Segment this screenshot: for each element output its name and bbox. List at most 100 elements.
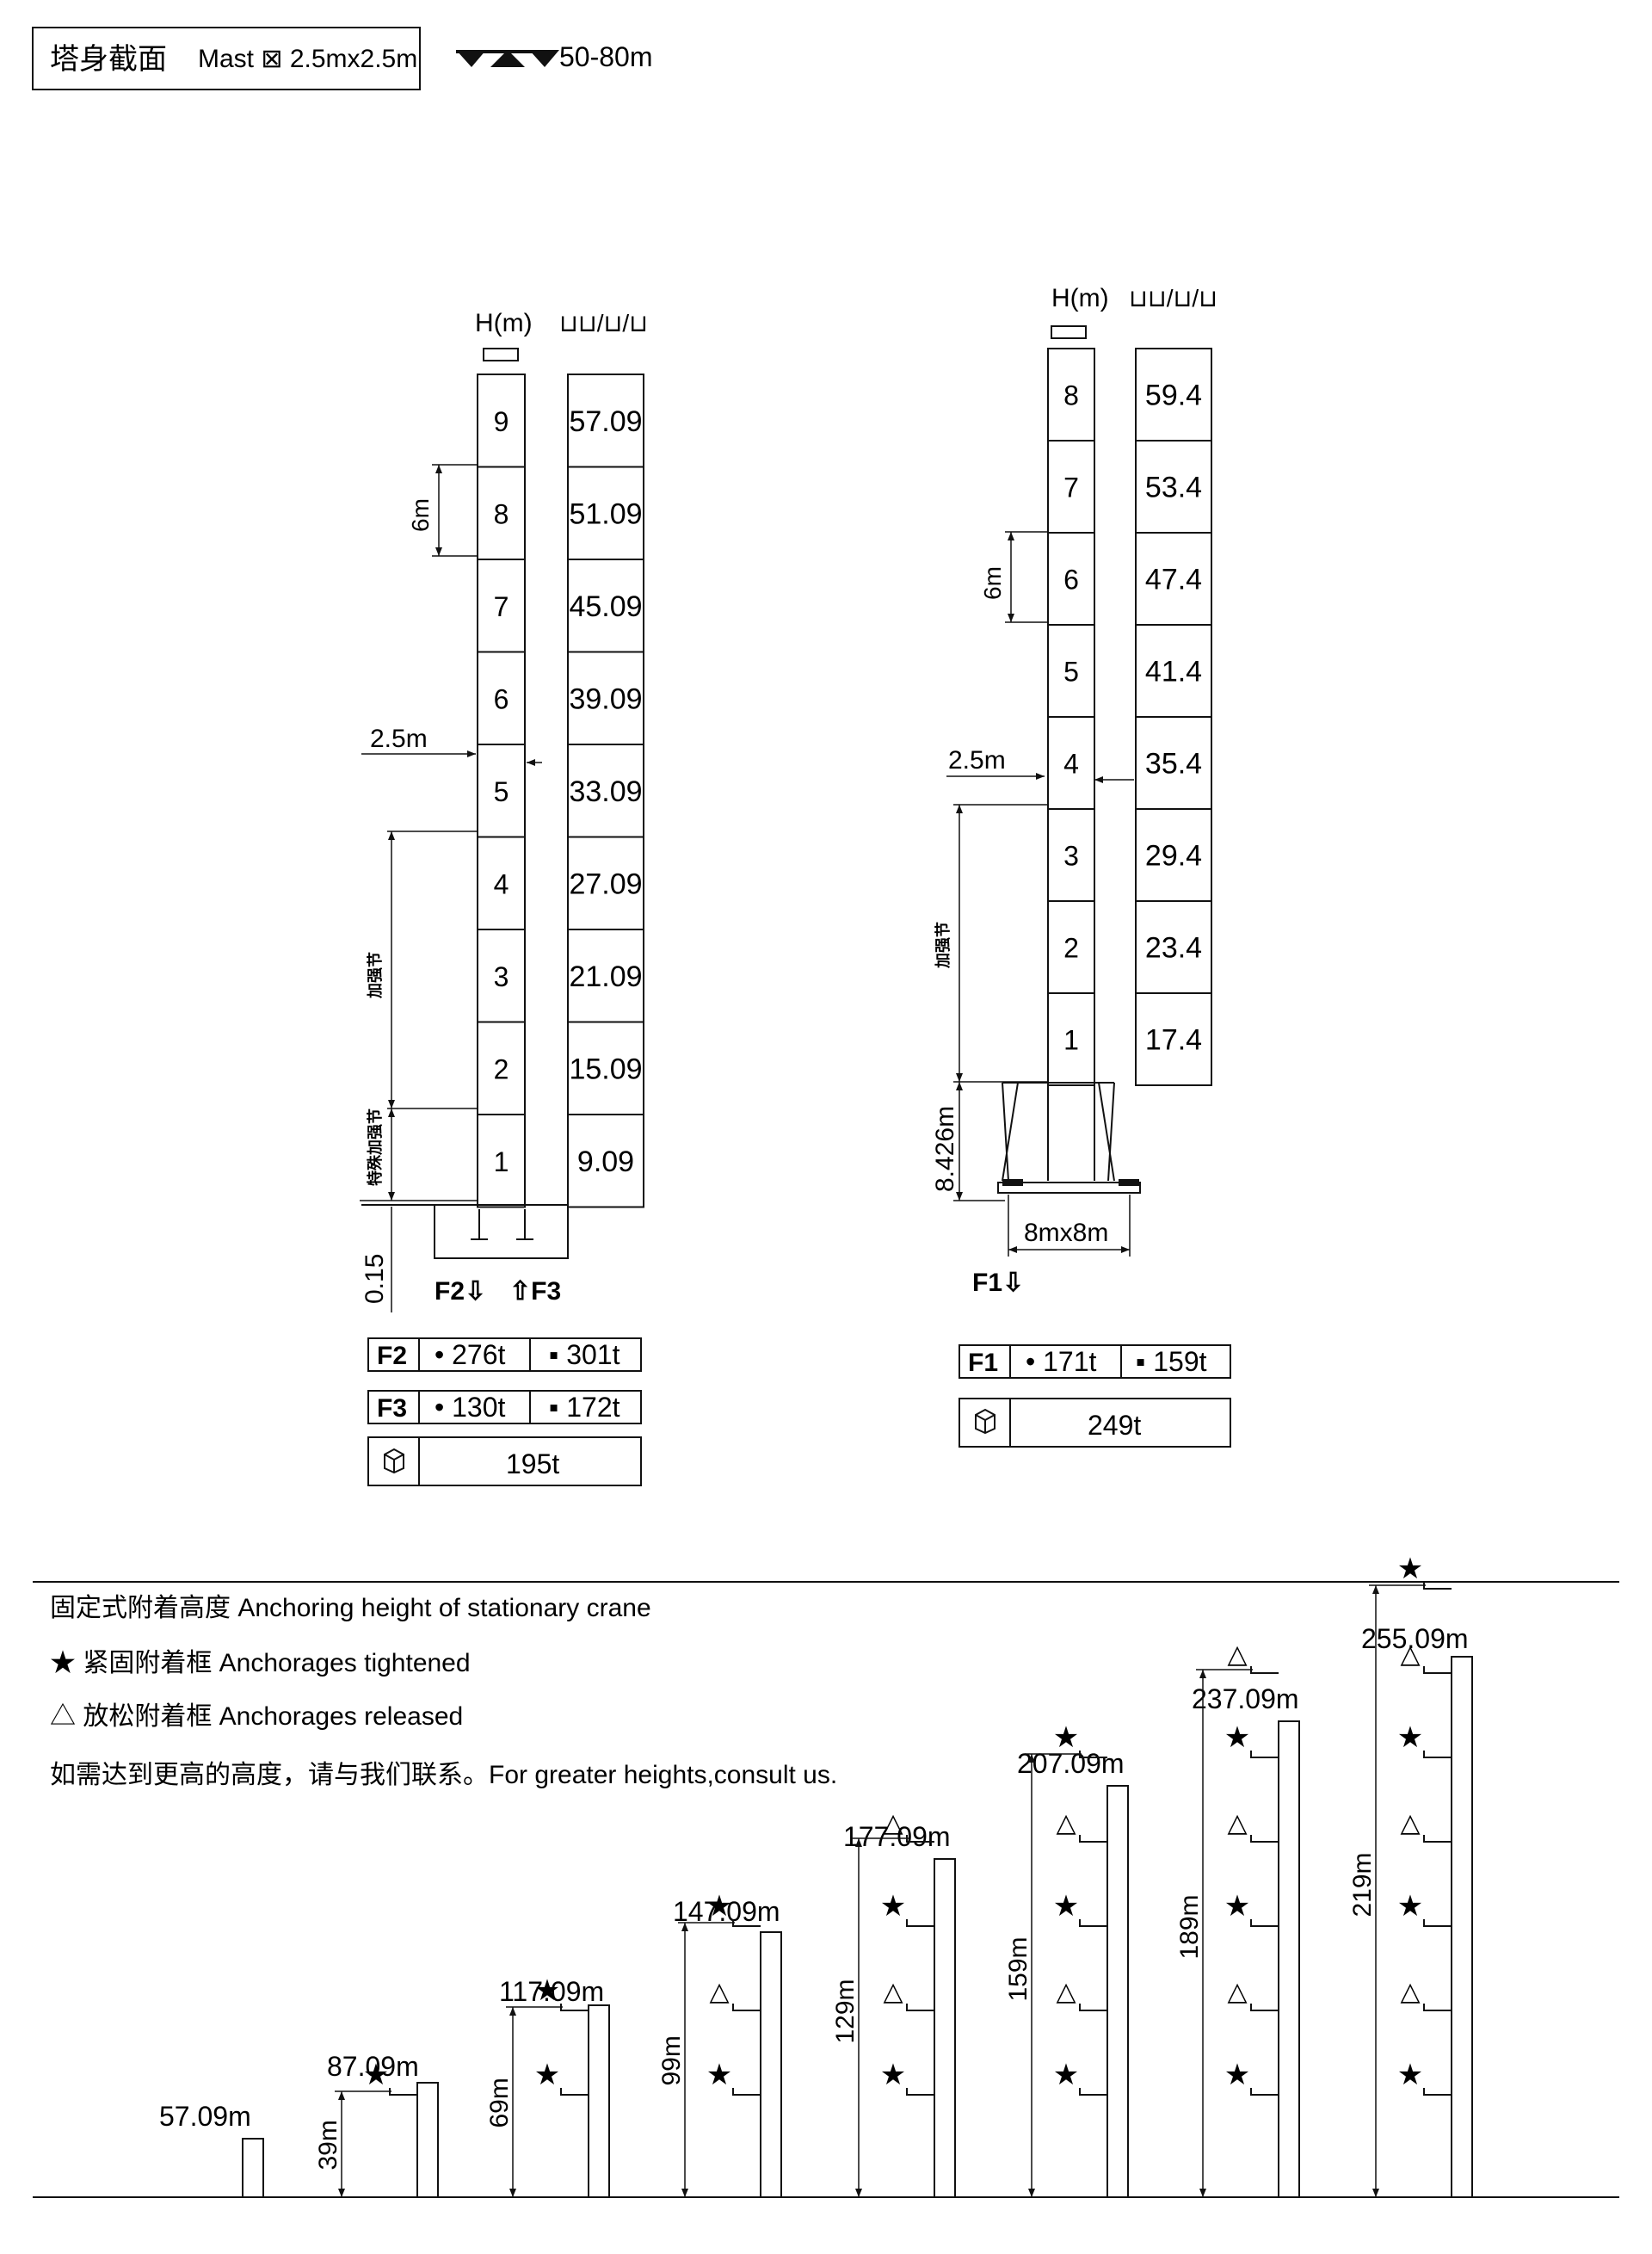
left-f3-v2: ▪ 172t — [549, 1392, 620, 1423]
section-height: 23.4 — [1145, 932, 1202, 965]
anchorage-bracket — [1423, 1582, 1452, 1590]
right-base-frame — [1002, 1082, 1115, 1182]
anchoring-mast-7: 237.09m★△★△★△189m — [1175, 1640, 1300, 2198]
left-f2-v2: ▪ 301t — [549, 1339, 620, 1370]
triangle-icon: △ — [1056, 1978, 1076, 2006]
right-force-f1: F1⇩ — [972, 1269, 1024, 1297]
triangle-icon: △ — [1227, 1978, 1247, 2006]
triangle-icon: △ — [709, 1978, 729, 2006]
mast-top-height: 117.09m — [499, 1976, 604, 2007]
left-f2-label: F2 — [377, 1342, 407, 1370]
right-base-plate — [997, 1182, 1141, 1194]
section-height: 47.4 — [1145, 564, 1202, 596]
right-load-header: ⊔⊔/⊔/⊔ — [1129, 285, 1217, 312]
header-box — [32, 27, 421, 90]
dim-label: 189m — [1175, 1894, 1204, 1959]
anchoring-mast-3: 117.09m★★69m — [485, 1974, 610, 2198]
section-number: 4 — [494, 868, 509, 899]
dim-label: 99m — [657, 2035, 686, 2085]
dim-label: 159m — [1004, 1936, 1032, 2001]
anchoring-mast-8: 255.09m★△★△★△★219m — [1348, 1553, 1473, 2198]
anchoring-mast-1: 57.09m — [159, 2101, 264, 2198]
left-anchor-bolt-2 — [516, 1209, 533, 1240]
section-number: 7 — [1063, 472, 1079, 503]
left-force-f2: F2⇩ — [435, 1277, 486, 1306]
star-icon: ★ — [363, 2059, 389, 2091]
mast-body — [416, 2082, 439, 2198]
left-base-label: 0.15 — [361, 1254, 389, 1304]
right-h-header: H(m) — [1051, 284, 1109, 312]
left-weight-value: 195t — [506, 1448, 559, 1479]
right-base-w-label: 8mx8m — [1024, 1219, 1108, 1247]
mast-body — [242, 2138, 264, 2198]
left-weight-icon — [384, 1448, 404, 1474]
section-number: 1 — [1063, 1025, 1079, 1056]
mast-top-height: 87.09m — [327, 2051, 419, 2082]
anchorage-bracket — [1423, 1751, 1452, 1758]
height-cell — [1135, 992, 1212, 1086]
anchoring-note: 如需达到更高的高度，请与我们联系。For greater heights,con… — [50, 1761, 837, 1789]
section-number: 4 — [1063, 749, 1079, 780]
mast-body — [1106, 1785, 1129, 2198]
left-special-label: 特殊加强节 — [366, 1108, 384, 1186]
right-6m-label: 6m — [979, 566, 1006, 600]
anchoring-mast-2: 87.09m★39m — [314, 2051, 439, 2198]
anchorage-bracket — [1079, 1919, 1107, 1927]
section-number: 5 — [1063, 657, 1079, 688]
left-6m-label: 6m — [407, 498, 434, 532]
left-f3-label: F3 — [377, 1394, 407, 1423]
left-reinforced-label: 加强节 — [367, 952, 384, 999]
star-icon: ★ — [1397, 1553, 1423, 1585]
section-number: 8 — [1063, 380, 1079, 411]
section-number: 7 — [494, 591, 509, 622]
mast-top-height: 57.09m — [159, 2101, 251, 2132]
star-icon: ★ — [1397, 2059, 1423, 2091]
mast-label: 塔身截面 — [50, 43, 167, 76]
section-number: 1 — [494, 1146, 509, 1177]
left-base-block — [434, 1204, 569, 1259]
anchorage-bracket — [1423, 2088, 1452, 2096]
section-height: 21.09 — [569, 960, 642, 993]
mast-top-height: 147.09m — [673, 1896, 780, 1927]
anchorage-bracket — [560, 2004, 589, 2011]
right-width-label: 2.5m — [948, 746, 1006, 775]
triangle-icon: △ — [1400, 1640, 1420, 1669]
section-number: 2 — [494, 1053, 509, 1084]
anchorage-bracket — [1250, 2004, 1279, 2011]
mast-lattice-icon-bar — [456, 50, 542, 53]
star-icon: ★ — [1053, 1890, 1079, 1923]
right-f1-v1: • 171t — [1026, 1346, 1096, 1377]
star-icon: ★ — [1397, 1721, 1423, 1754]
right-top-cap — [1051, 325, 1087, 339]
section-height: 27.09 — [569, 868, 642, 900]
anchorage-bracket — [389, 2088, 417, 2096]
left-force-table: F2 • 276t ▪ 301t F3 • 130t ▪ 172t 195t — [367, 1337, 642, 1486]
anchorage-bracket — [732, 2088, 761, 2096]
star-icon: ★ — [534, 2059, 560, 2091]
left-top-cap — [483, 348, 519, 361]
section-height: 53.4 — [1145, 472, 1202, 504]
star-icon: ★ — [880, 1890, 906, 1923]
header: 塔身截面 Mast ⊠ 2.5mx2.5m 50-80m — [32, 27, 653, 90]
section-number: 5 — [494, 776, 509, 807]
mast-body — [1278, 1720, 1300, 2198]
star-icon: ★ — [706, 2059, 732, 2091]
anchorage-bracket — [1423, 1919, 1452, 1927]
anchorage-bracket — [1423, 1835, 1452, 1843]
anchoring-title: 固定式附着高度 Anchoring height of stationary c… — [50, 1594, 651, 1622]
left-width-label: 2.5m — [370, 725, 428, 753]
height-range: 50-80m — [559, 41, 653, 72]
anchoring-mast-5: 177.09m★△★△129m — [831, 1809, 956, 2198]
anchorage-bracket — [1079, 2088, 1107, 2096]
section-height: 35.4 — [1145, 748, 1202, 781]
mast-section — [477, 1114, 526, 1208]
triangle-icon: △ — [1400, 1809, 1420, 1837]
anchoring-mast-6: 207.09m★△★△★159m — [1004, 1721, 1129, 2198]
triangle-icon: △ — [883, 1809, 903, 1837]
dim-label: 219m — [1348, 1852, 1377, 1917]
anchorage-bracket — [732, 2004, 761, 2011]
mast-section — [1047, 992, 1095, 1086]
left-force-f3: ⇧F3 — [509, 1277, 561, 1306]
